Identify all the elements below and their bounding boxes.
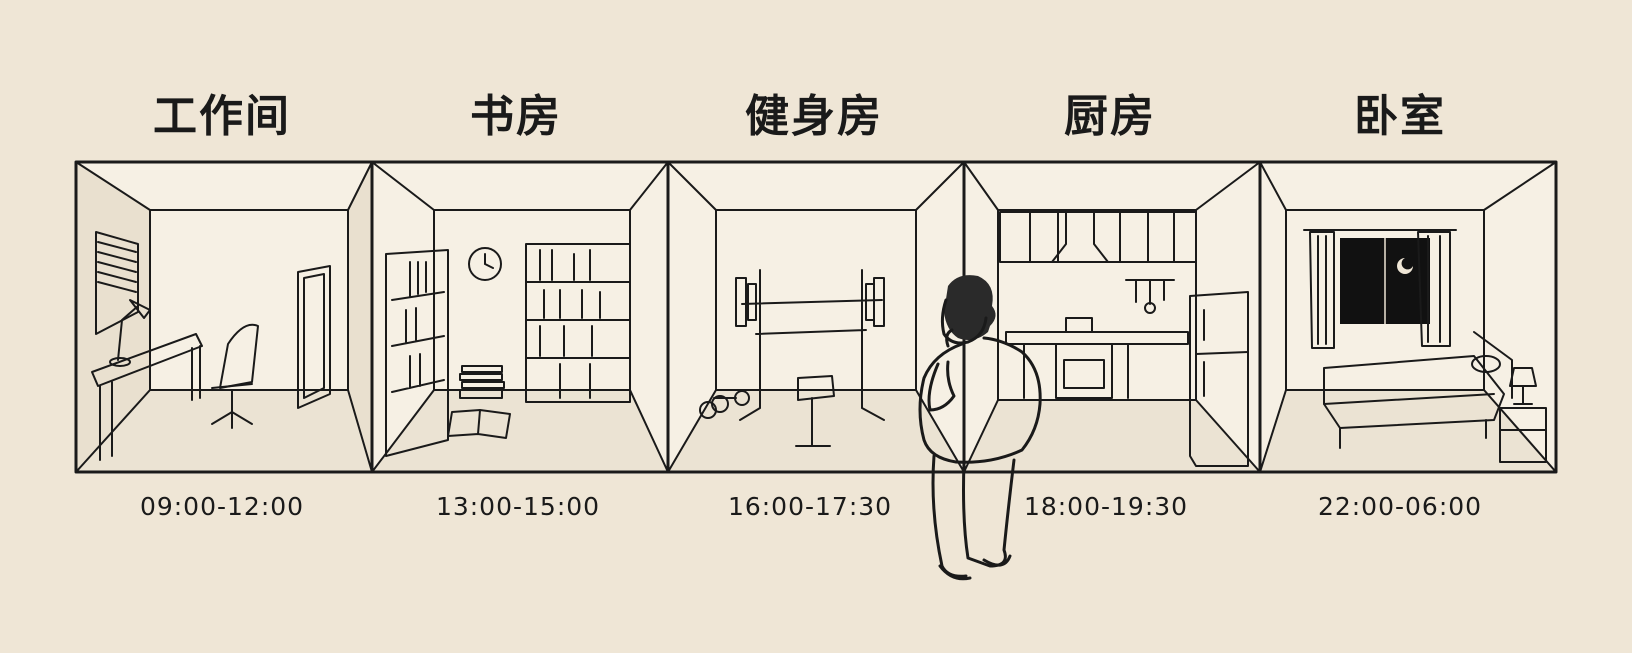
- bed-icon: [1323, 331, 1513, 449]
- room-kitchen: [963, 161, 1261, 474]
- clock-icon: [468, 247, 502, 281]
- frame-outline: [74, 160, 1558, 474]
- weight-bench-icon: [795, 375, 835, 447]
- room-title-study: 书房: [470, 91, 562, 142]
- room-workspace: [75, 161, 373, 474]
- range-hood-icon: [1051, 211, 1109, 263]
- bedside-lamp-icon: [1499, 367, 1547, 463]
- squat-rack-icon: [735, 269, 885, 421]
- room-gym: [667, 161, 965, 474]
- bookshelf-right-icon: [525, 243, 631, 403]
- room-time-study: 13:00-15:00: [435, 492, 601, 521]
- blinds-icon: [95, 231, 139, 335]
- room-time-bedroom: 22:00-06:00: [1317, 492, 1483, 521]
- room-time-kitchen: 18:00-19:30: [1023, 492, 1189, 521]
- office-chair-icon: [211, 323, 259, 429]
- night-window-icon: [1340, 238, 1430, 324]
- counter-and-stove-icon: [1005, 317, 1189, 399]
- room-title-bedroom: 卧室: [1354, 91, 1446, 142]
- room-title-gym: 健身房: [745, 91, 883, 142]
- room-time-gym: 16:00-17:30: [727, 492, 893, 521]
- refrigerator-icon: [1189, 291, 1249, 467]
- open-book-icon: [447, 409, 511, 439]
- utensil-rack-icon: [1125, 279, 1175, 314]
- desk-icon: [91, 333, 203, 461]
- desk-lamp-icon: [109, 299, 151, 367]
- room-title-kitchen: 厨房: [1064, 91, 1156, 142]
- dumbbell-icon: [699, 390, 750, 419]
- room-time-workspace: 09:00-12:00: [139, 492, 305, 521]
- floor-mirror-icon: [297, 265, 331, 409]
- room-study: [371, 161, 669, 474]
- person-figure-icon: [918, 275, 1042, 581]
- bookshelf-left-icon: [385, 249, 449, 457]
- book-stack-icon: [459, 365, 505, 399]
- curtains-icon: [1303, 229, 1457, 349]
- room-title-workspace: 工作间: [153, 91, 291, 142]
